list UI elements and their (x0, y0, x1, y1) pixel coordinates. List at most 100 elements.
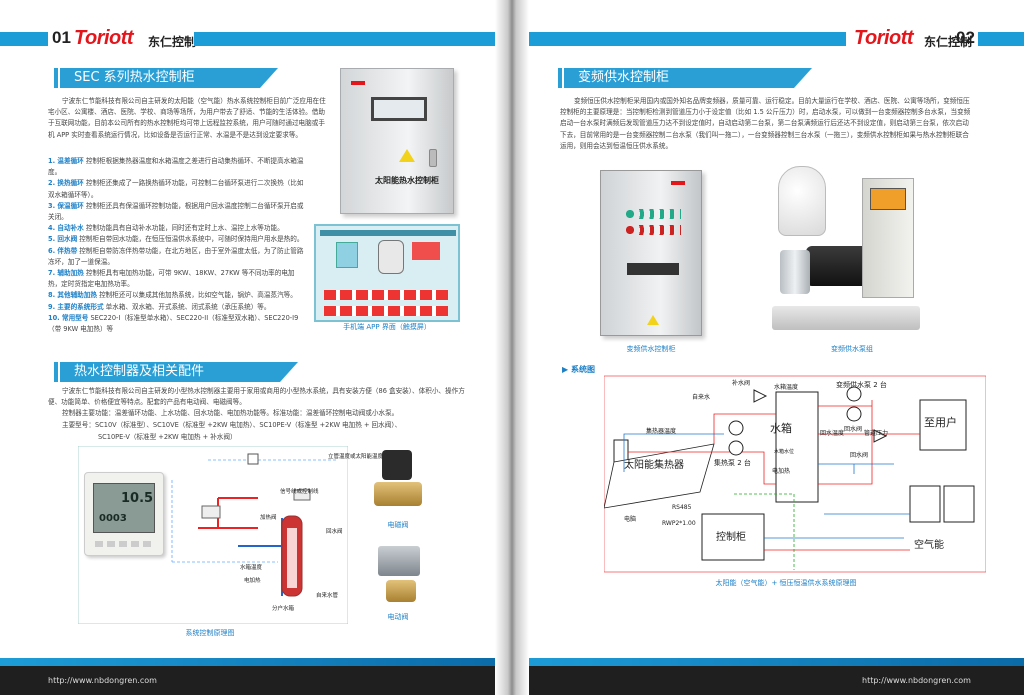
feature-item: 5. 回水阀 控制柜自带回水功能，在恒压恒温供水系统中，可随时保持用户用水是热的… (48, 234, 306, 245)
header-bar-left (516, 32, 846, 46)
diagram-label: 自来水管 (316, 593, 339, 599)
vfd-pump-image (766, 166, 926, 338)
system-label-pumps: 变频供水泵 2 台 (836, 381, 887, 389)
vfd-pump-caption: 变频供水泵组 (831, 345, 873, 353)
feature-item: 4. 自动补水 控制功能具有自动补水功能，同时还有定时上水、温控上水等功能。 (48, 223, 306, 234)
solar-control-cabinet-image: 太阳能热水控制柜 (340, 68, 454, 214)
feature-list: 1. 温差循环 控制柜根据集热器温度和水箱温度之差进行自动集热循环、不断提高水箱… (48, 156, 306, 335)
system-label-cabinet: 控制柜 (716, 532, 746, 543)
footer (0, 658, 508, 695)
feature-item: 2. 换热循环 控制柜还集成了一路换热循环功能，可控制二台循环泵进行二次换热（比… (48, 178, 306, 200)
sec-intro: 宁波东仁节能科技有限公司自主研发的太阳能（空气能）热水系统控制柜目前广泛应用在住… (48, 97, 326, 139)
feature-heading: 4. 自动补水 (48, 224, 84, 233)
feature-text: 控制柜自带回水功能，在恒压恒温供水系统中，可随时保持用户用水是热的。 (79, 235, 304, 244)
solar-system-diagram (604, 375, 986, 573)
feature-text: 控制柜自带防冻伴热带功能，在北方地区，由于室外温度太低，为了防止管路冻坏，加了一… (48, 246, 304, 266)
vfd-cabinet-image (600, 170, 702, 336)
system-label-rwp: RWP2*1.00 (662, 520, 696, 527)
system-label-tofloor: 至用户 (924, 416, 957, 429)
controller-intro: 宁波东仁节能科技有限公司自主研发的小型热水控制器主要用于家用或商用的小型热水系统… (48, 387, 465, 407)
feature-text: 控制柜还集成了一路换热循环功能，可控制二台循环泵进行二次换热（比如双水箱循环等）… (48, 179, 304, 199)
system-label-collector: 太阳能集热器 (624, 460, 684, 471)
book-spine (495, 0, 529, 695)
system-control-diagram (78, 446, 348, 624)
feature-item: 9. 主要的系统形式 单水箱、双水箱、开式系统、闭式系统（承压系统）等。 (48, 302, 306, 313)
system-diagram-title: ▶ 系统图 (562, 365, 595, 374)
page-number: 01 (52, 28, 71, 47)
header-bar-left (0, 32, 48, 46)
system-label-tank-temp: 水箱温度 (774, 384, 799, 391)
vfd-intro: 变频恒压供水控制柜采用国内或国外知名品牌变频器，质量可靠、运行稳定。目前大量运行… (560, 97, 971, 150)
brand-logo: Toriott (854, 27, 914, 49)
motor-valve-caption: 电动阀 (387, 613, 409, 621)
feature-text: 单水箱、双水箱、开式系统、闭式系统（承压系统）等。 (105, 302, 271, 311)
left-page: 01 Toriott 东仁控制 SEC 系列热水控制柜 宁波东仁节能科技有限公司… (0, 0, 508, 695)
diagram-label: 电加热 (244, 578, 261, 584)
brand-cn: 东仁控制 (148, 35, 197, 49)
app-screen-image (314, 224, 460, 322)
feature-text: 控制柜还具有保温循环控制功能，根据用户回水温度控制二台循环泵开启或关闭。 (48, 201, 304, 222)
system-label-makeup: 补水阀 (732, 380, 751, 387)
controller-functions: 控制器主要功能：温差循环功能、上水功能、回水功能、电加热功能等。标准功能：温差循… (62, 409, 399, 417)
vfd-cabinet-caption: 变频供水控制柜 (626, 345, 676, 353)
system-label-collector-temp: 集热器温度 (646, 428, 677, 435)
system-label-power: 电脑 (624, 516, 637, 523)
diagram-label: 立管温度或太阳能温度 (328, 454, 384, 460)
system-label-tap: 自来水 (692, 394, 711, 401)
brand-cn: 东仁控制 (924, 35, 973, 49)
diagram-label: 加热阀 (260, 515, 277, 521)
solenoid-caption: 电磁阀 (387, 521, 409, 529)
feature-heading: 5. 回水阀 (48, 235, 78, 244)
feature-text: 控制功能具有自动补水功能，同时还有定时上水、温控上水等功能。 (85, 224, 284, 233)
feature-item: 10. 常用型号 SEC220-I（标准型单水箱）、SEC220-II（标准型双… (48, 313, 306, 335)
diagram-label: 分户水箱 (272, 606, 295, 612)
right-page: Toriott 东仁控制 02 变频供水控制柜 变频恒压供水控制柜采用国内或国外… (516, 0, 1024, 695)
feature-item: 6. 伴热带 控制柜自带防冻伴热带功能，在北方地区，由于室外温度太低，为了防止管… (48, 246, 306, 268)
feature-item: 3. 保温循环 控制柜还具有保温循环控制功能，根据用户回水温度控制二台循环泵开启… (48, 201, 306, 223)
system-label-rs: RS485 (672, 504, 692, 511)
lcd-value-2: 0003 (99, 513, 127, 524)
feature-text: 控制柜具有电加热功能，可带 9KW、18KW、27KW 等不同功率的电加热，定时… (48, 269, 295, 289)
diagram-label: 信号线或控制线 (280, 489, 319, 495)
system-label-heater: 电加热 (772, 468, 791, 475)
feature-text: 控制柜还可以集成其他加热系统，比如空气能，锅炉、高温蒸汽等。 (99, 291, 297, 300)
diagram-label: 水箱温度 (240, 565, 263, 571)
section-title-sec: SEC 系列热水控制柜 (54, 68, 278, 88)
brand-logo: Toriott (74, 27, 134, 49)
diagram-label: 回水阀 (326, 529, 343, 535)
cabinet-label: 太阳能热水控制柜 (375, 176, 439, 185)
website-link[interactable]: http://www.nbdongren.com (862, 676, 971, 685)
feature-text: 控制柜根据集热器温度和水箱温度之差进行自动集热循环、不断提高水箱温度。 (48, 157, 304, 177)
feature-heading: 8. 其他辅助加热 (48, 291, 97, 300)
feature-item: 1. 温差循环 控制柜根据集热器温度和水箱温度之差进行自动集热循环、不断提高水箱… (48, 156, 306, 178)
solenoid-valve-image (374, 450, 422, 514)
header-bar-right (978, 32, 1024, 46)
feature-heading: 2. 换热循环 (48, 179, 84, 188)
footer (516, 658, 1024, 695)
controller-models-2: SC10PE-V（标准型 +2KW 电加热 + 补水阀） (98, 433, 237, 441)
system-label-return-valve: 回水阀 (844, 426, 863, 433)
feature-heading: 1. 温差循环 (48, 157, 84, 165)
feature-heading: 7. 辅助加热 (48, 269, 84, 278)
feature-heading: 3. 保温循环 (48, 201, 84, 210)
feature-item: 7. 辅助加热 控制柜具有电加热功能，可带 9KW、18KW、27KW 等不同功… (48, 268, 306, 290)
feature-heading: 6. 伴热带 (48, 246, 78, 255)
triangle-icon: ▶ (562, 365, 569, 374)
system-label-tank: 水箱 (770, 422, 792, 435)
feature-heading: 9. 主要的系统形式 (48, 302, 104, 311)
feature-item: 8. 其他辅助加热 控制柜还可以集成其他加热系统，比如空气能，锅炉、高温蒸汽等。 (48, 290, 306, 301)
motorised-valve-image (374, 546, 424, 606)
header-bar-right (194, 32, 508, 46)
website-link[interactable]: http://www.nbdongren.com (48, 676, 157, 685)
system-label-airpump: 空气能 (914, 540, 944, 551)
feature-heading: 10. 常用型号 (48, 313, 89, 322)
page-number: 02 (956, 28, 975, 47)
system-label-return-valve2: 回水阀 (850, 452, 869, 459)
system-label-pressure: 管道压力 (864, 430, 889, 437)
section-title-controller: 热水控制器及相关配件 (54, 362, 298, 382)
system-label-level: 水箱水位 (774, 449, 795, 455)
system-label-collect-pump: 集热泵 2 台 (714, 459, 751, 467)
system-caption: 太阳能（空气能）+ 恒压恒温供水系统原理图 (715, 579, 857, 587)
section-title-vfd: 变频供水控制柜 (558, 68, 812, 88)
controller-models: 主要型号：SC10V（标准型）、SC10VE（标准型 +2KW 电加热）、SC1… (62, 421, 402, 429)
